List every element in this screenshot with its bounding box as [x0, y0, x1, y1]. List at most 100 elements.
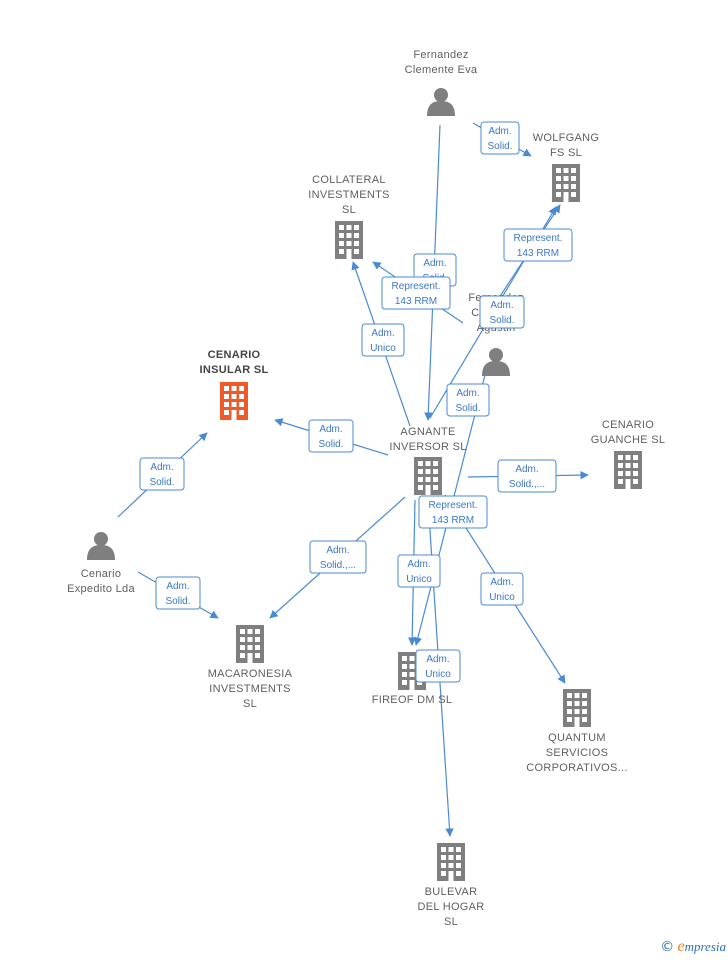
node-label-line: CENARIO [602, 419, 654, 431]
edge-label-eva-wolfgang[interactable]: Adm.Solid. [480, 121, 520, 155]
building-icon[interactable] [335, 221, 363, 259]
edge-label-line: Adm. [166, 581, 189, 592]
edge-label-box [446, 383, 490, 417]
node-agnante[interactable]: AGNANTE INVERSOR SL [389, 426, 466, 495]
node-label-line: QUANTUM [548, 732, 606, 744]
building-icon[interactable] [437, 843, 465, 881]
person-icon[interactable] [427, 88, 455, 116]
node-label[interactable]: WOLFGANG FS SL [533, 132, 600, 159]
node-label-line: SL [444, 916, 458, 928]
node-collateral[interactable]: COLLATERAL INVESTMENTS SL [308, 174, 390, 259]
node-wolfgang[interactable]: WOLFGANG FS SL [533, 132, 600, 202]
edge-label-agustin-wolfgang[interactable]: Represent.143 RRM [503, 228, 573, 262]
edge-label-box [480, 572, 524, 606]
edge-label-agnante-macaronesia[interactable]: Adm.Solid.,... [309, 540, 367, 574]
building-icon[interactable] [563, 689, 591, 727]
edge-label-agnante-fireof[interactable]: Adm. Unico [397, 554, 441, 588]
edge-label-line: Adm. [426, 654, 449, 665]
edge-label-box [361, 323, 405, 357]
empresia-watermark: © empresia [660, 938, 726, 956]
edge-label-expedito-macaronesia[interactable]: Adm. Solid. [155, 576, 201, 610]
node-label-line: Fernandez [413, 49, 468, 61]
edge-label-line: Adm. [371, 328, 394, 339]
edge-label-box [309, 540, 367, 574]
edge-label-text: Adm. Unico [370, 328, 396, 354]
building-icon[interactable] [220, 382, 248, 420]
edge-label-line: Solid. [489, 315, 514, 326]
node-label-line: Clemente Eva [405, 64, 478, 76]
edge-label-line: Adm. [490, 577, 513, 588]
node-label-line: COLLATERAL [312, 174, 386, 186]
edge-label-line: Solid. [455, 403, 480, 414]
edge-label-agnante-quantum[interactable]: Adm. Unico [480, 572, 524, 606]
node-label-line: BULEVAR [425, 886, 478, 898]
node-label[interactable]: AGNANTE INVERSOR SL [389, 426, 466, 453]
edge-label-agustin-collateral[interactable]: Represent.143 RRM [381, 276, 451, 310]
edge-label-box [415, 649, 461, 683]
edge-label-agnante-bulevar[interactable]: Represent.143 RRM [418, 495, 488, 529]
node-label-line: SL [342, 204, 356, 216]
node-label-line: FIREOF DM SL [372, 694, 453, 706]
edge-label-box [480, 121, 520, 155]
edge-label-line: Adm. [515, 464, 538, 475]
node-bulevar[interactable]: BULEVAR DEL HOGAR SL [417, 843, 484, 928]
edge-label-line: Unico [425, 669, 451, 680]
edge-label-line: Unico [406, 574, 432, 585]
building-icon[interactable] [236, 625, 264, 663]
person-icon[interactable] [87, 532, 115, 560]
node-label-line: CORPORATIVOS... [526, 762, 627, 774]
node-label[interactable]: FIREOF DM SL [372, 694, 453, 706]
edge-label-agnante-guanche[interactable]: Adm.Solid.,... [497, 459, 557, 493]
edge-label-line: Adm. [488, 126, 511, 137]
person-icon[interactable] [482, 348, 510, 376]
node-label[interactable]: BULEVAR DEL HOGAR SL [417, 886, 484, 928]
edge-label-expedito-insular[interactable]: Adm.Solid. [139, 457, 185, 491]
node-label-line: INVERSOR SL [389, 441, 466, 453]
brand-initial: e [677, 938, 685, 955]
edge-label-line: Unico [489, 592, 515, 603]
edge-label-text: Adm.Solid.,... [320, 545, 356, 571]
node-label[interactable]: COLLATERAL INVESTMENTS SL [308, 174, 390, 216]
node-label-line: FS SL [550, 147, 582, 159]
node-label-line: INVESTMENTS [308, 189, 390, 201]
edge-label-agustin-fireof[interactable]: Adm.Solid. [479, 295, 525, 329]
edge-label-line: Adm. [407, 559, 430, 570]
edge-label-text: Adm. Unico [406, 559, 432, 585]
edge-label-bulevar-unico[interactable]: Adm. Unico [415, 649, 461, 683]
edge-label-agnante-insular[interactable]: Adm.Solid. [308, 419, 354, 453]
node-label-line: DEL HOGAR [417, 901, 484, 913]
edge-label-box [308, 419, 354, 453]
edge-label-text: Represent.143 RRM [514, 233, 563, 259]
node-label-line: CENARIO [208, 349, 261, 361]
building-icon[interactable] [614, 451, 642, 489]
edge-label-line: Solid. [165, 596, 190, 607]
node-label-line: WOLFGANG [533, 132, 600, 144]
building-icon[interactable] [552, 164, 580, 202]
edge-label-text: Adm.Solid. [149, 462, 174, 488]
edge-label-line: 143 RRM [395, 296, 437, 307]
edge-label-text: Adm. Unico [489, 577, 515, 603]
edge-label-box [497, 459, 557, 493]
edge-label-text: Adm.Solid.,... [509, 464, 545, 490]
edge-label-line: Unico [370, 343, 396, 354]
edge-label-text: Represent.143 RRM [429, 500, 478, 526]
node-fireof[interactable]: FIREOF DM SL [372, 652, 453, 706]
building-icon[interactable] [414, 457, 442, 495]
node-label-line: AGNANTE [400, 426, 455, 438]
edge-label-agnante-collateral[interactable]: Adm. Unico [361, 323, 405, 357]
node-label-line: Cenario [81, 568, 122, 580]
edge-label-agnante-wolfgang[interactable]: Adm.Solid. [446, 383, 490, 417]
